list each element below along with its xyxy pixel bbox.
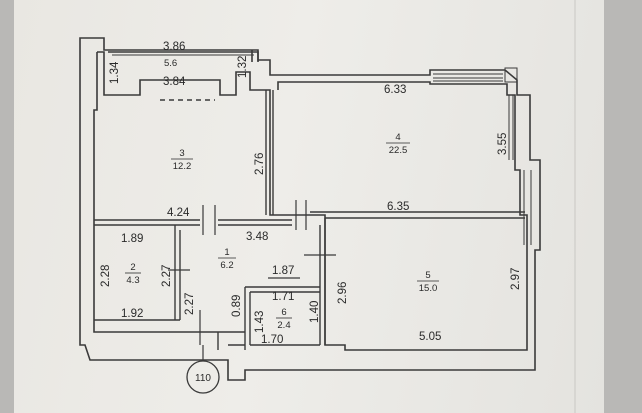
dim-balcony-right: 1.32 — [237, 56, 249, 78]
dim-hall-top: 3.48 — [246, 231, 268, 243]
balcony-area: 5.6 — [164, 58, 177, 69]
balcony-outline — [108, 51, 259, 62]
dim-room4-bottom: 6.35 — [387, 201, 409, 213]
left-wall — [93, 52, 180, 333]
door-marks — [168, 200, 336, 345]
marker-circle — [186, 360, 220, 394]
dim-room4-top: 6.33 — [384, 84, 406, 96]
dimension-labels: 3.86 1.34 1.32 3.84 2.76 4.24 6.33 3.55 … — [100, 41, 522, 346]
dim-room3-right: 2.76 — [254, 153, 266, 175]
dim-bath-left: 1.43 — [254, 311, 266, 333]
dim-room2-top: 1.89 — [121, 233, 143, 245]
apartment-marker: 110 — [186, 345, 220, 394]
windows — [112, 54, 532, 245]
dim-hall-inner: 1.87 — [272, 265, 294, 277]
dim-room5-right: 2.97 — [510, 268, 522, 290]
paper-sheet — [14, 0, 604, 413]
dim-room2-right: 2.27 — [161, 265, 173, 287]
dim-room4-right: 3.55 — [497, 133, 509, 155]
dim-room2-left: 2.28 — [100, 265, 112, 287]
dim-balcony-left: 1.34 — [109, 61, 121, 84]
room-1-number: 1 — [224, 247, 229, 258]
dim-bath-bottom: 1.70 — [261, 334, 283, 346]
dim-hall-left: 2.27 — [184, 293, 196, 315]
room-2-area: 4.3 — [126, 275, 139, 286]
room-6-number: 6 — [281, 307, 286, 318]
room-3-number: 3 — [179, 148, 184, 159]
room-5-area: 15.0 — [419, 283, 438, 294]
partitions — [94, 90, 525, 350]
dim-hall-door: 0.89 — [231, 295, 243, 317]
dim-bath-right: 1.40 — [309, 301, 321, 323]
dim-bath-top: 1.71 — [272, 291, 294, 303]
room-1-area: 6.2 — [220, 260, 233, 271]
outer-wall — [79, 37, 541, 381]
dim-balcony-top: 3.86 — [163, 41, 185, 53]
room-2-number: 2 — [130, 262, 135, 273]
dim-balcony-bottom: 3.84 — [163, 76, 186, 88]
dim-room5-bottom: 5.05 — [419, 331, 441, 343]
marker-number: 110 — [195, 373, 211, 384]
room-6-area: 2.4 — [277, 320, 290, 331]
window-corner-box — [504, 67, 518, 83]
dim-room3-bottom: 4.24 — [167, 207, 190, 219]
walls — [79, 37, 541, 381]
room-labels: 5.6 3 12.2 4 22.5 2 4.3 1 6.2 5 15.0 6 2… — [125, 58, 439, 331]
room-4-number: 4 — [395, 132, 400, 143]
room-4-area: 22.5 — [389, 145, 408, 156]
room-3-area: 12.2 — [173, 161, 192, 172]
room-5-number: 5 — [425, 270, 430, 281]
dim-room2-bottom: 1.92 — [121, 308, 143, 320]
dim-room5-left: 2.96 — [337, 282, 349, 304]
